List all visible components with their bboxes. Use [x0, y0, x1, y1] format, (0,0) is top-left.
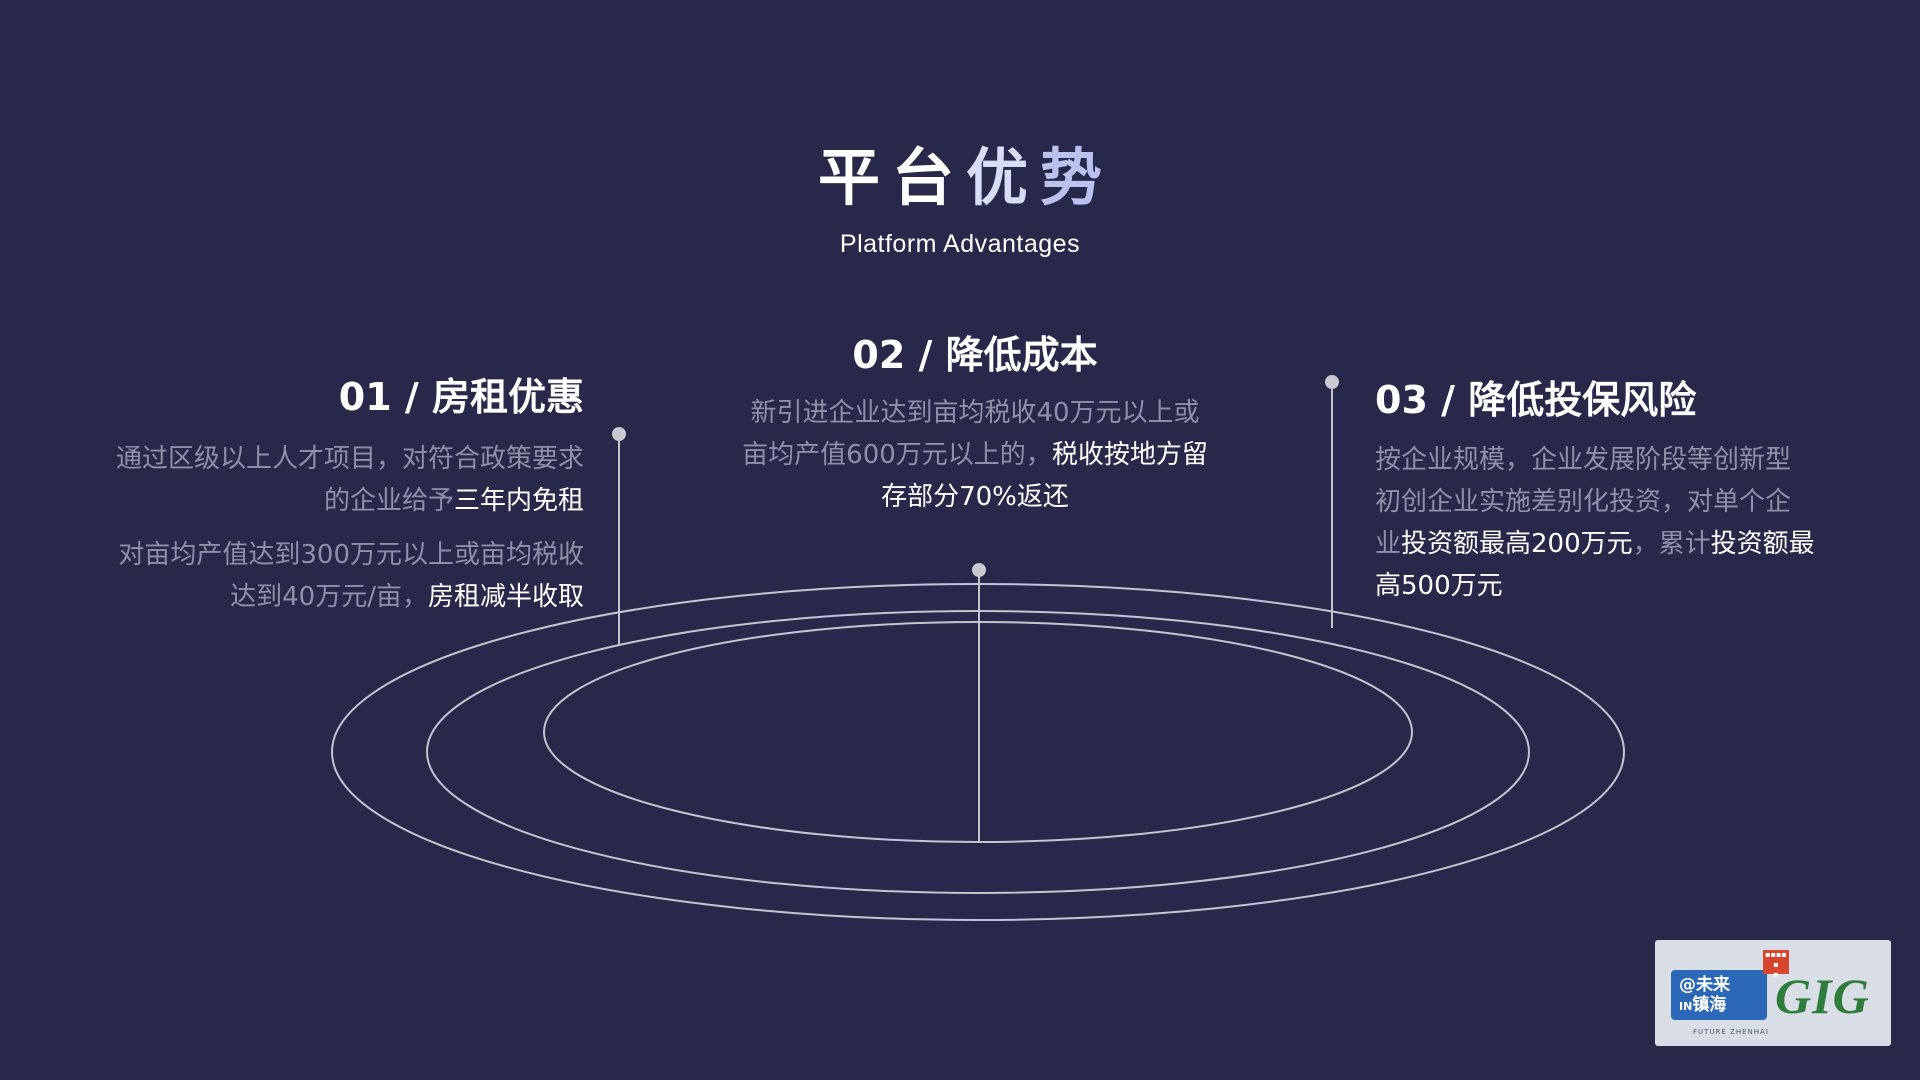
logo-text: 镇海: [1692, 995, 1727, 1015]
advantage-01-text-1: 通过区级以上人才项目，对符合政策要求的企业给予三年内免租: [104, 438, 584, 522]
page-title: 平台优势: [0, 138, 1920, 218]
text-run: 通过区级以上人才项目，对符合政策要求的企业给予: [115, 444, 584, 516]
text-run: ，累计: [1632, 529, 1711, 559]
logo-blue-badge: @未来 IN镇海: [1671, 970, 1767, 1020]
title-char: 平: [817, 141, 892, 214]
title-char: 台: [891, 141, 966, 214]
title-char: 优: [966, 141, 1041, 214]
pin-dot-01: [612, 427, 626, 441]
title-char: 势: [1040, 141, 1115, 214]
text-run: 按企业规模，企业发展阶段等创新型初创企业实施差别化投资，对单个企业: [1375, 445, 1792, 559]
advantage-01-text-2: 对亩均产值达到300万元以上或亩均税收达到40万元/亩，房租减半收取: [104, 534, 584, 618]
logo-gig-mark: GIG: [1775, 968, 1870, 1024]
logo-caption: FUTURE ZHENHAI: [1693, 1028, 1769, 1036]
advantage-03-investment-risk: 03 / 降低投保风险 按企业规模，企业发展阶段等创新型初创企业实施差别化投资，…: [1375, 377, 1815, 607]
page-subtitle: Platform Advantages: [839, 230, 1081, 258]
highlight-text: 投资额最高200万元: [1401, 529, 1633, 559]
advantage-03-text: 按企业规模，企业发展阶段等创新型初创企业实施差别化投资，对单个企业投资额最高20…: [1375, 439, 1815, 607]
advantage-02-cost-reduction: 02 / 降低成本 新引进企业达到亩均税收40万元以上或亩均产值600万元以上的…: [740, 332, 1210, 518]
advantage-03-heading: 03 / 降低投保风险: [1375, 378, 1697, 422]
advantage-01-rent-discount: 01 / 房租优惠 通过区级以上人才项目，对符合政策要求的企业给予三年内免租 对…: [104, 374, 584, 618]
highlight-text: 三年内免租: [453, 486, 584, 516]
advantage-01-heading: 01 / 房租优惠: [338, 375, 584, 419]
pin-dot-03: [1325, 375, 1339, 389]
advantage-02-text: 新引进企业达到亩均税收40万元以上或亩均产值600万元以上的，税收按地方留存部分…: [740, 392, 1210, 518]
highlight-text: 税收按地方留存部分70%返还: [881, 440, 1208, 512]
logo-text-row: IN镇海: [1679, 995, 1767, 1017]
highlight-text: 投资额最高500万元: [1375, 529, 1815, 601]
title-block: 平台优势 Platform Advantages: [0, 138, 1920, 259]
logo-text: IN: [1679, 1000, 1693, 1013]
highlight-text: 房租减半收取: [427, 582, 584, 612]
text-run: 新引进企业达到亩均税收40万元以上或亩均产值600万元以上的，: [742, 398, 1200, 470]
future-zhenhai-logo: @未来 IN镇海 ▪▪▪▪▪▪ GIG FUTURE ZHENHAI: [1655, 940, 1891, 1046]
pin-dot-02: [972, 563, 986, 577]
text-run: 对亩均产值达到300万元以上或亩均税收达到40万元/亩，: [118, 540, 584, 612]
advantage-02-heading: 02 / 降低成本: [852, 333, 1098, 377]
logo-text: @未来: [1679, 975, 1730, 995]
logo-red-mark: ▪▪▪▪▪▪: [1763, 950, 1789, 979]
